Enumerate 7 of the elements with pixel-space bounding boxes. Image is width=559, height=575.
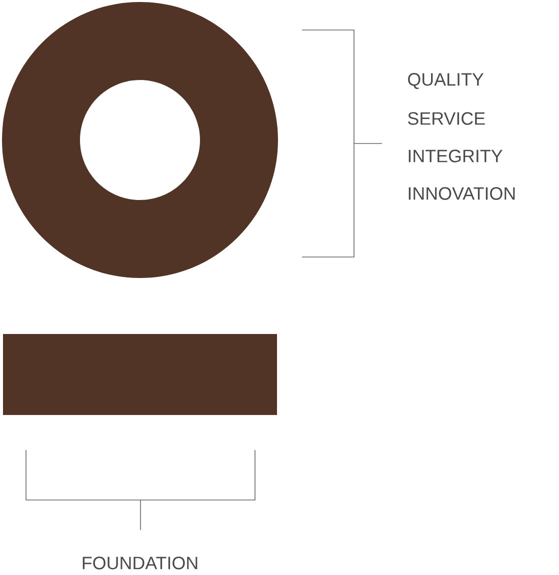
side-label: INTEGRITY bbox=[408, 150, 502, 162]
side-label: QUALITY bbox=[408, 73, 484, 89]
side-label: INNOVATION bbox=[408, 187, 515, 200]
bar bbox=[3, 334, 277, 415]
ring bbox=[2, 2, 278, 278]
side-label: SERVICE bbox=[408, 112, 485, 125]
bracket-label: FOUNDATION bbox=[82, 556, 198, 570]
